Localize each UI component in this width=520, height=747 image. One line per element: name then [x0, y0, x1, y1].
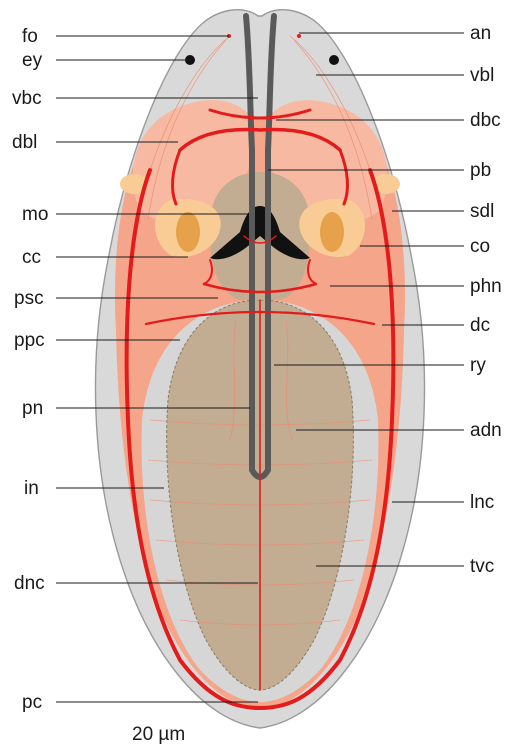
label-lnc: lnc: [470, 492, 494, 513]
label-tvc: tvc: [470, 556, 494, 577]
label-phn: phn: [470, 276, 502, 297]
label-co: co: [470, 236, 490, 257]
apical-neuron: [297, 34, 301, 38]
label-sdl: sdl: [470, 201, 494, 222]
label-adn: adn: [470, 420, 502, 441]
label-an: an: [470, 23, 491, 44]
scale-bar-label: 20 µm: [132, 724, 185, 745]
label-ppc: ppc: [14, 330, 45, 351]
label-in: in: [24, 478, 39, 499]
label-dbc: dbc: [470, 110, 501, 131]
label-fo: fo: [22, 26, 38, 47]
eye-right: [329, 55, 339, 65]
labels-left: fo ey vbc dbl mo cc psc ppc pn in dnc pc: [12, 26, 48, 713]
label-cc: cc: [22, 247, 41, 268]
label-pc: pc: [22, 692, 42, 713]
labels-right: an vbl dbc pb sdl co phn dc ry adn lnc t…: [470, 23, 502, 577]
label-dnc: dnc: [14, 573, 45, 594]
label-mo: mo: [22, 204, 48, 225]
label-vbc: vbc: [12, 88, 42, 109]
label-ry: ry: [470, 355, 486, 376]
label-psc: psc: [14, 288, 44, 309]
label-dc: dc: [470, 315, 490, 336]
label-pn: pn: [22, 398, 43, 419]
label-pb: pb: [470, 160, 491, 181]
label-dbl: dbl: [12, 132, 37, 153]
label-vbl: vbl: [470, 65, 494, 86]
label-ey: ey: [22, 50, 43, 71]
